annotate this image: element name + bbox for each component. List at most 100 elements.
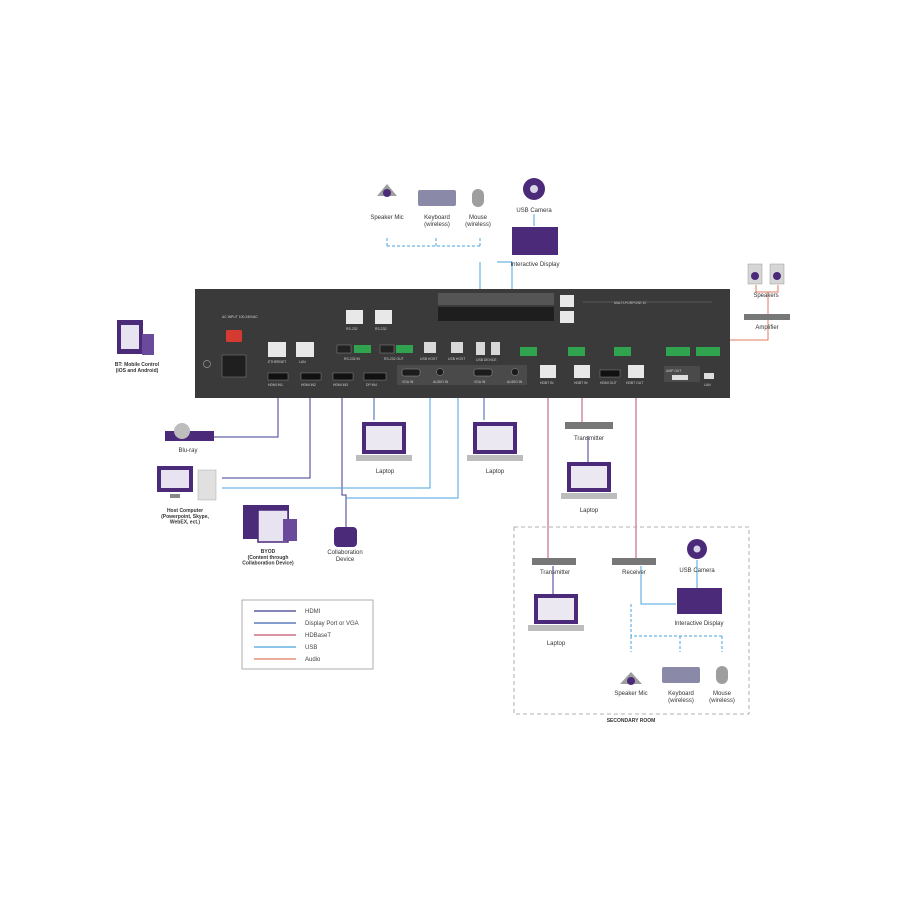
- main-unit-back-panel: AC INPUT 100-240VAC ETHERNET LAN HDMI IN…: [195, 289, 730, 398]
- terminal-block-4[interactable]: [568, 347, 585, 356]
- hdmi-in-1-port[interactable]: [267, 372, 289, 381]
- usb-camera-2: USB Camera: [679, 539, 715, 574]
- usb-camera-top: USB Camera: [516, 178, 552, 214]
- terminal-block-7[interactable]: [696, 347, 720, 356]
- receiver: Receiver: [612, 558, 656, 576]
- keyboard-2-label: Keyboard(wireless): [668, 691, 694, 704]
- interactive-display-2: Interactive Display: [674, 588, 724, 627]
- mouse-2-icon: [716, 666, 728, 684]
- vga-port-1[interactable]: [401, 368, 421, 377]
- transmitter-2-label: Transmitter: [540, 570, 570, 576]
- speaker-mic-2-dot: [627, 677, 635, 685]
- rj45-port-top-1[interactable]: [560, 295, 574, 307]
- laptop-2-screen: [477, 426, 513, 450]
- usb-device-port-2[interactable]: [491, 342, 500, 355]
- speaker-left-cone: [751, 272, 759, 280]
- usb-line-rx-dashed: [630, 604, 723, 652]
- terminal-strip[interactable]: [438, 307, 554, 321]
- laptop-1-label: Laptop: [376, 469, 395, 475]
- bt-mobile-label: BT: Mobile Control(iOS and Android): [115, 362, 160, 374]
- rs232-port-1[interactable]: [346, 310, 363, 324]
- speaker-right-cone: [773, 272, 781, 280]
- lan-port[interactable]: [296, 342, 314, 357]
- amp-out-port[interactable]: [672, 375, 688, 380]
- vga-label-1: VGA IN: [402, 380, 414, 384]
- legend-label-3: USB: [305, 645, 317, 651]
- lan-port-2[interactable]: [704, 373, 714, 379]
- usb-host-label-2: USB HOST: [448, 357, 465, 361]
- usb-line-collab: [346, 360, 459, 499]
- speakers-group: Speakers Amplifier: [744, 263, 790, 331]
- audio-in-jack-2[interactable]: [511, 368, 519, 376]
- vga-audio-block: [397, 365, 527, 385]
- hdmi-in-3-port[interactable]: [332, 372, 354, 381]
- terminal-block-5[interactable]: [614, 347, 631, 356]
- lan-label-2: LAN: [704, 383, 711, 387]
- laptop-4-label: Laptop: [547, 641, 566, 647]
- usb-device-port-1[interactable]: [476, 342, 485, 355]
- terminal-block-3[interactable]: [520, 347, 537, 356]
- ethernet-label: ETHERNET: [268, 360, 286, 364]
- legend-label-0: HDMI: [305, 609, 321, 615]
- hdmi-in-2-port[interactable]: [300, 372, 322, 381]
- usb-line-rx-display: [640, 566, 676, 605]
- secondary-room-label: SECONDARY ROOM: [607, 718, 656, 724]
- lan-label: LAN: [299, 360, 306, 364]
- camera-2-lens-icon: [693, 545, 701, 553]
- terminal-strip-top: [438, 293, 554, 305]
- speaker-mic-2: Speaker Mic: [614, 672, 648, 697]
- ethernet-port[interactable]: [268, 342, 286, 357]
- transmitter-1-label: Transmitter: [574, 436, 604, 442]
- rs232-label-2: RS-232: [375, 327, 387, 331]
- hdbt-in-port-2[interactable]: [574, 365, 590, 378]
- legend-label-1: Display Port or VGA: [305, 621, 359, 627]
- switch-2[interactable]: [379, 344, 395, 354]
- bluray-icon: [165, 431, 214, 441]
- transmitter-1-icon: [565, 422, 613, 429]
- hdmi-line-host: [222, 388, 311, 479]
- byod-phone-icon: [283, 519, 297, 541]
- disc-icon: [174, 423, 190, 439]
- interactive-display-2-icon: [677, 588, 722, 614]
- power-switch[interactable]: [226, 330, 242, 342]
- rj45-port-top-2[interactable]: [560, 311, 574, 323]
- terminal-block-2[interactable]: [396, 345, 413, 353]
- vga-label-2: VGA IN: [474, 380, 486, 384]
- interactive-display-top: Interactive Display: [510, 227, 560, 268]
- laptop-4: Laptop: [528, 594, 584, 647]
- usb-dashed-top: [386, 236, 481, 247]
- mouse-label: Mouse(wireless): [465, 215, 491, 228]
- usb-camera-label: USB Camera: [516, 208, 552, 214]
- hdmi-out-port[interactable]: [599, 369, 621, 378]
- hdmi-out-label: HDMI OUT: [600, 381, 617, 385]
- keyboard-2-icon: [662, 667, 700, 683]
- speaker-mic-2-label: Speaker Mic: [614, 691, 647, 697]
- keyboard-top: Keyboard(wireless): [418, 190, 456, 228]
- vga-port-2[interactable]: [473, 368, 493, 377]
- mouse-icon: [472, 189, 484, 207]
- amp-out-label: AMP OUT: [666, 369, 681, 373]
- amplifier-label: Amplifier: [755, 325, 778, 331]
- usb-host-port-2[interactable]: [451, 342, 463, 353]
- monitor-stand: [170, 494, 180, 498]
- usb-device-label: USB DEVICE: [476, 358, 497, 362]
- bluray-player: Blu-ray: [165, 423, 214, 454]
- rs232-port-2[interactable]: [375, 310, 392, 324]
- laptop-3: Laptop: [561, 462, 617, 514]
- terminal-block-6[interactable]: [666, 347, 690, 356]
- laptop-1-keyboard: [356, 455, 412, 461]
- tablet-screen: [121, 325, 139, 349]
- hdbt-in-port-1[interactable]: [540, 365, 556, 378]
- terminal-block-1[interactable]: [354, 345, 371, 353]
- dp-in-port[interactable]: [363, 372, 387, 381]
- mouse-2: Mouse(wireless): [709, 666, 735, 704]
- usb-host-port-1[interactable]: [424, 342, 436, 353]
- hdbt-out-port[interactable]: [628, 365, 644, 378]
- audio-in-label-1: AUDIO IN: [433, 380, 449, 384]
- interactive-display-label: Interactive Display: [510, 262, 559, 268]
- audio-in-jack-1[interactable]: [436, 368, 444, 376]
- switch-1[interactable]: [336, 344, 352, 354]
